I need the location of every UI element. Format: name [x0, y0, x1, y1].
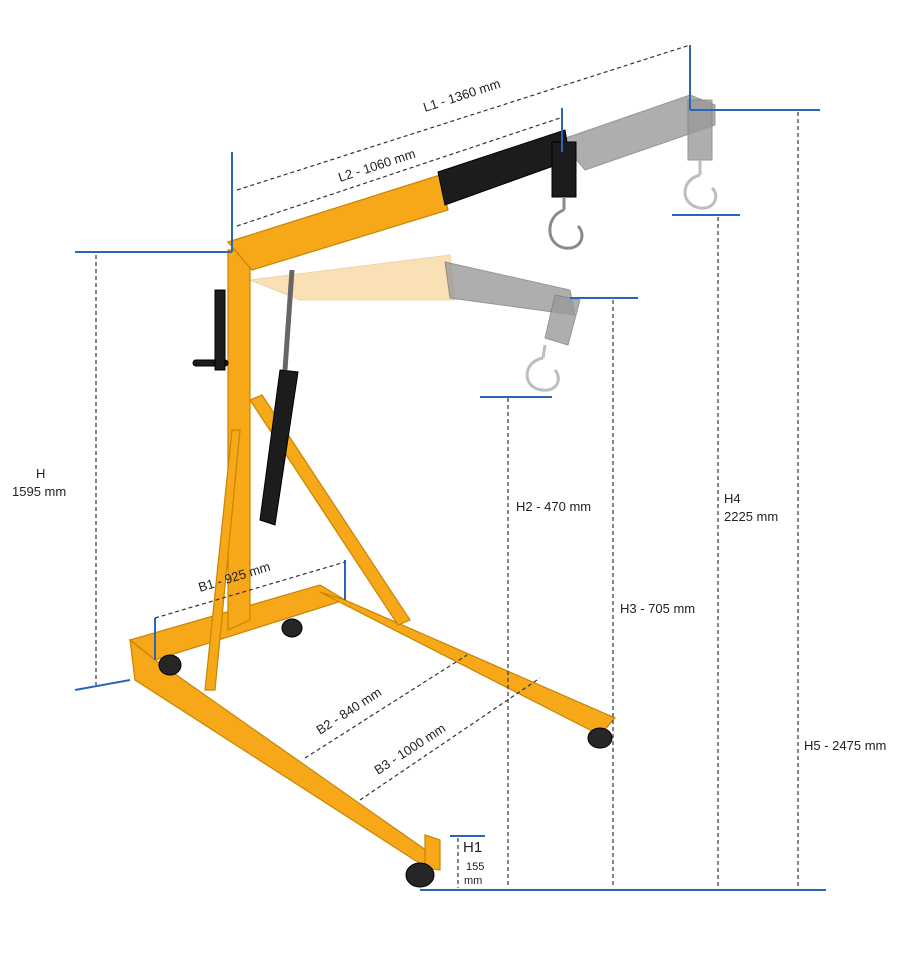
crane-frame [128, 129, 616, 871]
dim-label-h: H [36, 466, 45, 481]
ghost-hook-icon-top [683, 160, 718, 210]
dim-value-h4: 2225 mm [724, 509, 778, 524]
dim-label-h2: H2 - 470 mm [516, 499, 591, 514]
reference-lines [74, 45, 826, 891]
dim-value-h1-unit: mm [464, 875, 482, 887]
dim-label-h4: H4 [724, 491, 741, 506]
hook-icon [548, 197, 584, 250]
ghost-boom-lowered [249, 254, 581, 392]
ghost-boom-raised [559, 94, 718, 210]
ghost-hook-icon-mid [525, 344, 560, 392]
dimension-lines [95, 44, 799, 888]
dim-label-h5: H5 - 2475 mm [804, 738, 886, 753]
dim-label-b3: B3 - 1000 mm [371, 720, 448, 777]
dim-value-h1-number: 155 [466, 861, 484, 873]
dim-label-l1: L1 - 1360 mm [421, 76, 502, 115]
dim-value-h: 1595 mm [12, 484, 66, 499]
dim-label-h3: H3 - 705 mm [620, 601, 695, 616]
wheels [158, 618, 613, 888]
dim-label-h1: H1 [463, 839, 482, 856]
